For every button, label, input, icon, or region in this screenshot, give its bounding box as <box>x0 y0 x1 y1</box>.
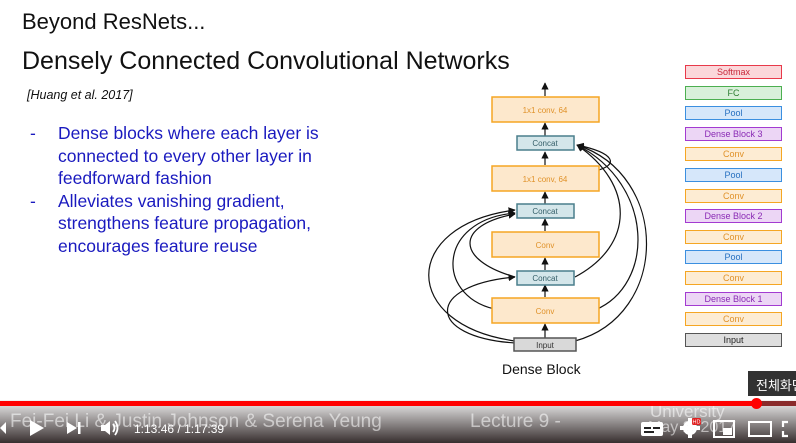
layer-1x1-conv-top: 1x1 conv, 64 <box>523 106 568 115</box>
miniplayer-icon[interactable] <box>713 420 735 438</box>
progress-fill <box>0 401 757 406</box>
theater-icon[interactable] <box>748 421 772 437</box>
fullscreen-tooltip: 전체화면 <box>748 371 796 396</box>
stack-layer-dense-block-1: Dense Block 1 <box>685 291 782 306</box>
bullet-list: - Dense blocks where each layer is conne… <box>30 122 380 257</box>
layer-concat-bottom: Concat <box>532 274 558 283</box>
stack-layer-conv: Conv <box>685 271 782 285</box>
stack-layer-conv: Conv <box>685 188 782 203</box>
layer-1x1-conv-mid: 1x1 conv, 64 <box>523 175 568 184</box>
bullet-item: - Alleviates vanishing gradient, strengt… <box>30 190 380 258</box>
video-player-bar <box>0 400 796 443</box>
bullet-text: Dense blocks where each layer is connect… <box>58 123 319 188</box>
progress-bar[interactable] <box>0 398 796 409</box>
stack-layer-pool: Pool <box>685 250 782 265</box>
svg-text:HD: HD <box>693 420 701 426</box>
stack-layer-conv: Conv <box>685 147 782 162</box>
fullscreen-icon[interactable] <box>781 420 796 438</box>
dense-block-diagram: 1x1 conv, 64 Concat 1x1 conv, 64 Concat … <box>428 82 647 352</box>
slide-title: Beyond ResNets... <box>22 9 206 34</box>
dense-layers: 1x1 conv, 64 Concat 1x1 conv, 64 Concat … <box>491 96 600 352</box>
duration: 1:17:39 <box>184 422 225 436</box>
scrubber-handle[interactable] <box>751 398 763 409</box>
layer-conv-upper: Conv <box>536 241 555 250</box>
bullet-item: - Dense blocks where each layer is conne… <box>30 122 380 190</box>
footer-lecture: Lecture 9 - <box>470 411 561 432</box>
layer-conv-lower: Conv <box>536 307 555 316</box>
subtitles-icon[interactable] <box>640 420 664 438</box>
layer-concat-mid: Concat <box>532 207 558 216</box>
stack-layer-dense-block-3: Dense Block 3 <box>685 126 782 141</box>
next-icon[interactable] <box>66 420 82 436</box>
layer-concat-top: Concat <box>532 139 558 148</box>
citation: [Huang et al. 2017] <box>27 88 133 102</box>
stack-layer-dense-block-2: Dense Block 2 <box>685 209 782 224</box>
layer-input: Input <box>536 341 555 350</box>
bullet-text: Alleviates vanishing gradient, strengthe… <box>58 190 311 256</box>
volume-icon[interactable] <box>99 418 121 438</box>
bullet-dash: - <box>30 190 36 211</box>
slide-subtitle: Densely Connected Convolutional Networks <box>22 47 510 75</box>
stack-layer-conv: Conv <box>685 229 782 244</box>
bullet-dash: - <box>30 123 36 143</box>
stack-layer-input: Input <box>685 332 782 347</box>
time-separator: / <box>174 422 185 436</box>
current-time: 1:13:46 <box>134 422 175 436</box>
footer-university: University <box>650 402 725 421</box>
stack-layer-fc: FC <box>685 85 782 100</box>
stack-layer-softmax: Softmax <box>685 65 782 79</box>
stack-layer-pool: Pool <box>685 106 782 121</box>
play-icon[interactable] <box>28 418 46 438</box>
settings-icon[interactable]: HD <box>679 417 701 439</box>
stack-layer-pool: Pool <box>685 168 782 182</box>
stack-layer-conv: Conv <box>685 312 782 327</box>
prev-icon[interactable] <box>0 420 8 436</box>
time-display: 1:13:46 / 1:17:39 <box>134 422 224 436</box>
dense-block-caption: Dense Block <box>502 361 581 377</box>
